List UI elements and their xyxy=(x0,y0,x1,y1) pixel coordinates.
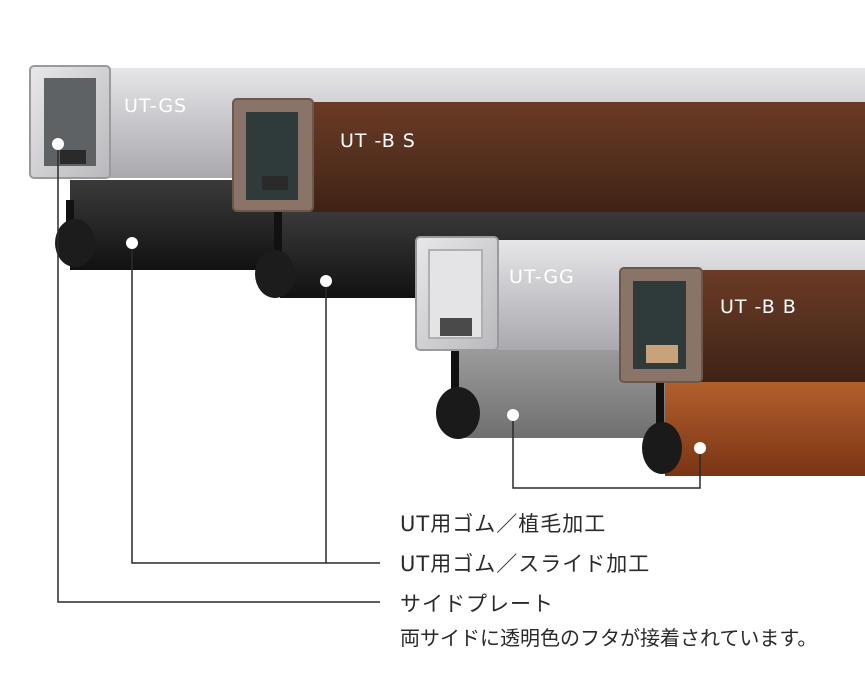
marker-dot-side-plate xyxy=(52,138,64,150)
model-label-gg: UT-GG xyxy=(509,266,575,288)
leader-lines xyxy=(57,150,701,603)
rubber-bulb-gs xyxy=(55,219,95,267)
marker-dot-slide-bs xyxy=(320,275,332,287)
model-label-bs: UT -B S xyxy=(340,130,416,152)
callout-slide: UT用ゴム／スライド加工 xyxy=(400,552,651,576)
rubber-bulb-bs xyxy=(255,250,295,298)
leader-line-side-plate xyxy=(57,150,380,603)
callout-side-plate-note: 両サイドに透明色のフタが接着されています。 xyxy=(400,626,818,650)
callout-side-plate: サイドプレート xyxy=(400,592,554,616)
marker-dot-flocked-bb xyxy=(694,442,706,454)
leader-line-slide xyxy=(131,243,380,564)
rubber-bulb-gg xyxy=(436,387,480,439)
flocked-strip-bb xyxy=(665,380,865,476)
marker-dot-flocked-gg xyxy=(507,409,519,421)
model-label-gs: UT-GS xyxy=(124,95,188,117)
rail-ut-bs xyxy=(232,98,865,298)
rail-body-bb xyxy=(680,270,865,382)
leader-line-flocked xyxy=(512,421,701,489)
rail-body-bs xyxy=(300,102,865,212)
rail-ut-bb xyxy=(619,267,865,476)
callout-flocked: UT用ゴム／植毛加工 xyxy=(400,512,607,536)
rubber-bulb-bb xyxy=(642,422,682,474)
model-label-bb: UT -B B xyxy=(720,296,797,318)
